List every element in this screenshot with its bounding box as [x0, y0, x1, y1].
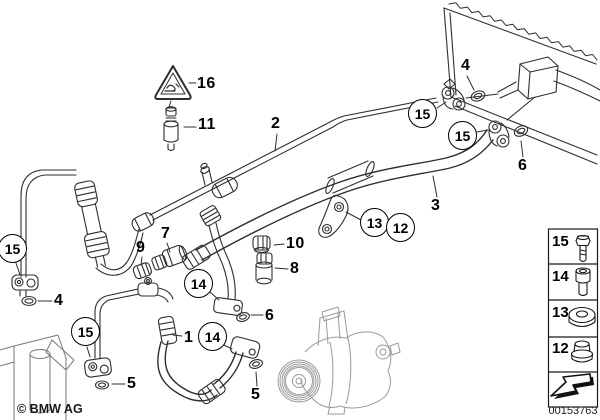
cap-9: [132, 262, 152, 280]
o-ring-5-left: [94, 380, 110, 390]
callout-3[interactable]: 3: [431, 197, 441, 214]
o-ring-6-top: [513, 125, 529, 137]
legend-item-14[interactable]: 14: [552, 268, 569, 285]
callout-circled-13[interactable]: 13: [360, 208, 389, 237]
callout-2[interactable]: 2: [271, 115, 281, 132]
callout-6-mid[interactable]: 6: [265, 307, 275, 324]
callout-1[interactable]: 1: [184, 329, 194, 346]
callout-circled-15-a[interactable]: 15: [408, 99, 437, 128]
valve-8: [255, 252, 273, 285]
callout-6-top[interactable]: 6: [518, 157, 528, 174]
legend-item-13[interactable]: 13: [552, 304, 569, 321]
hose-1-assembly: [83, 277, 263, 405]
callout-5-left[interactable]: 5: [127, 375, 137, 392]
socket-head-screw-icon: [575, 267, 591, 297]
pipe-valve-small: [200, 162, 213, 186]
elbow-flange-14-bottom: [229, 336, 261, 359]
hex-head-bolt-icon: [575, 234, 591, 263]
condenser-pipe-fitting: [497, 56, 600, 102]
leader-lines: [15, 75, 536, 387]
callout-circled-12[interactable]: 12: [386, 213, 415, 242]
elbow-pipe-14: [199, 205, 250, 322]
legend-item-15[interactable]: 15: [552, 233, 569, 250]
callout-10[interactable]: 10: [286, 235, 305, 252]
hose-3: [181, 129, 494, 270]
callout-16[interactable]: 16: [197, 75, 216, 92]
stud-fitting: [137, 277, 159, 297]
callout-circled-14-bottom[interactable]: 14: [198, 322, 227, 351]
callout-4-left[interactable]: 4: [54, 292, 64, 309]
o-ring-4-left: [21, 295, 37, 307]
left-pipe-drier-assembly: [11, 169, 144, 307]
rubber-grommet-icon: [568, 306, 596, 328]
legend-box: [547, 228, 599, 408]
callout-11[interactable]: 11: [198, 116, 216, 133]
callout-circled-15-left[interactable]: 15: [0, 234, 27, 263]
flanged-nut-icon: [570, 340, 594, 363]
callout-circled-15-bottom[interactable]: 15: [71, 317, 100, 346]
o-ring-6-mid: [236, 312, 250, 322]
diagram-id-text: 00153763: [548, 405, 598, 417]
cap-10: [252, 235, 271, 253]
receiver-unit: [0, 334, 75, 420]
o-ring-5-right: [249, 359, 263, 369]
callout-4-top[interactable]: 4: [461, 57, 471, 74]
hose-end-flange-b: [488, 120, 510, 148]
callout-7[interactable]: 7: [161, 225, 171, 242]
valve-11: [163, 106, 179, 152]
refrigerant-warning-triangle-icon: [154, 65, 192, 100]
pipe-clamp-fitting-bottom: [83, 357, 112, 378]
callout-circled-14-mid[interactable]: 14: [184, 269, 213, 298]
direction-arrow-icon: [550, 373, 594, 399]
copyright-text: © BMW AG: [17, 402, 83, 416]
pipe-2: [131, 97, 439, 232]
pipe-clamp-fitting-left: [11, 274, 39, 297]
mounting-bracket: [318, 194, 349, 238]
callout-8[interactable]: 8: [290, 260, 300, 277]
fitting-7: [151, 244, 188, 271]
callout-circled-15-b[interactable]: 15: [448, 121, 477, 150]
legend-item-12[interactable]: 12: [552, 340, 569, 357]
callout-9[interactable]: 9: [136, 239, 146, 256]
pipe-clamp-fitting-a: [441, 78, 499, 111]
callout-5-right[interactable]: 5: [251, 386, 261, 403]
compressor: [277, 306, 401, 415]
